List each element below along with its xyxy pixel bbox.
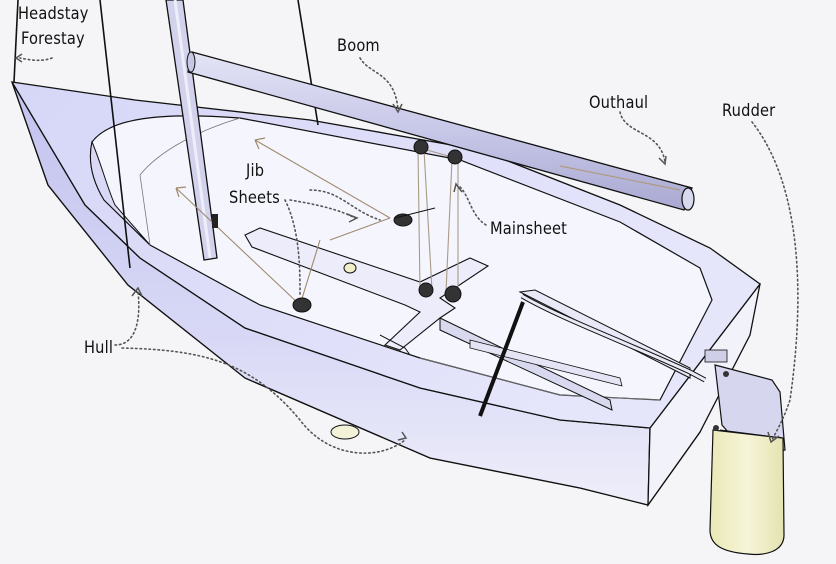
seat-bench xyxy=(439,317,613,411)
cockpit-coaming xyxy=(90,140,151,246)
shroud-wire xyxy=(99,0,131,269)
forestay-wire xyxy=(13,0,19,83)
mainsheet-block-upper-fwd xyxy=(413,139,429,155)
label-headstay: Headstay xyxy=(18,4,89,24)
label-mainsheet: Mainsheet xyxy=(490,219,568,239)
rudder-blade xyxy=(709,429,785,556)
label-boom: Boom xyxy=(337,36,380,56)
centerboard xyxy=(330,424,360,440)
jib-block-port xyxy=(292,297,312,313)
label-hull: Hull xyxy=(84,338,114,358)
mainsheet-block-lower-aft xyxy=(444,285,462,303)
label-rudder: Rudder xyxy=(722,101,776,121)
mainsheet-block-upper-aft xyxy=(447,149,463,165)
mainsheet-tackle xyxy=(417,147,459,293)
label-sheets: Sheets xyxy=(229,188,280,208)
label-outhaul: Outhaul xyxy=(589,93,649,113)
mainsheet-block-lower-fwd xyxy=(418,282,434,298)
jib-sheets xyxy=(175,139,391,306)
centerboard-thwart xyxy=(244,227,490,351)
hiking-stick xyxy=(478,301,525,417)
label-jib: Jib xyxy=(246,161,265,181)
label-forestay: Forestay xyxy=(21,29,85,49)
